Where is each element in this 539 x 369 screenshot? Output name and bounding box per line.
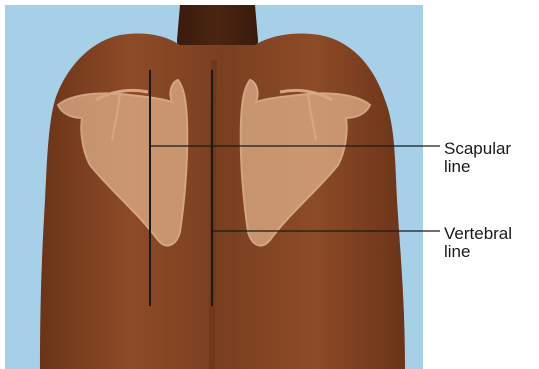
- torso: [40, 33, 405, 369]
- vertebral-line-label: Vertebral line: [444, 225, 512, 261]
- scapular-line-label: Scapular line: [444, 140, 511, 176]
